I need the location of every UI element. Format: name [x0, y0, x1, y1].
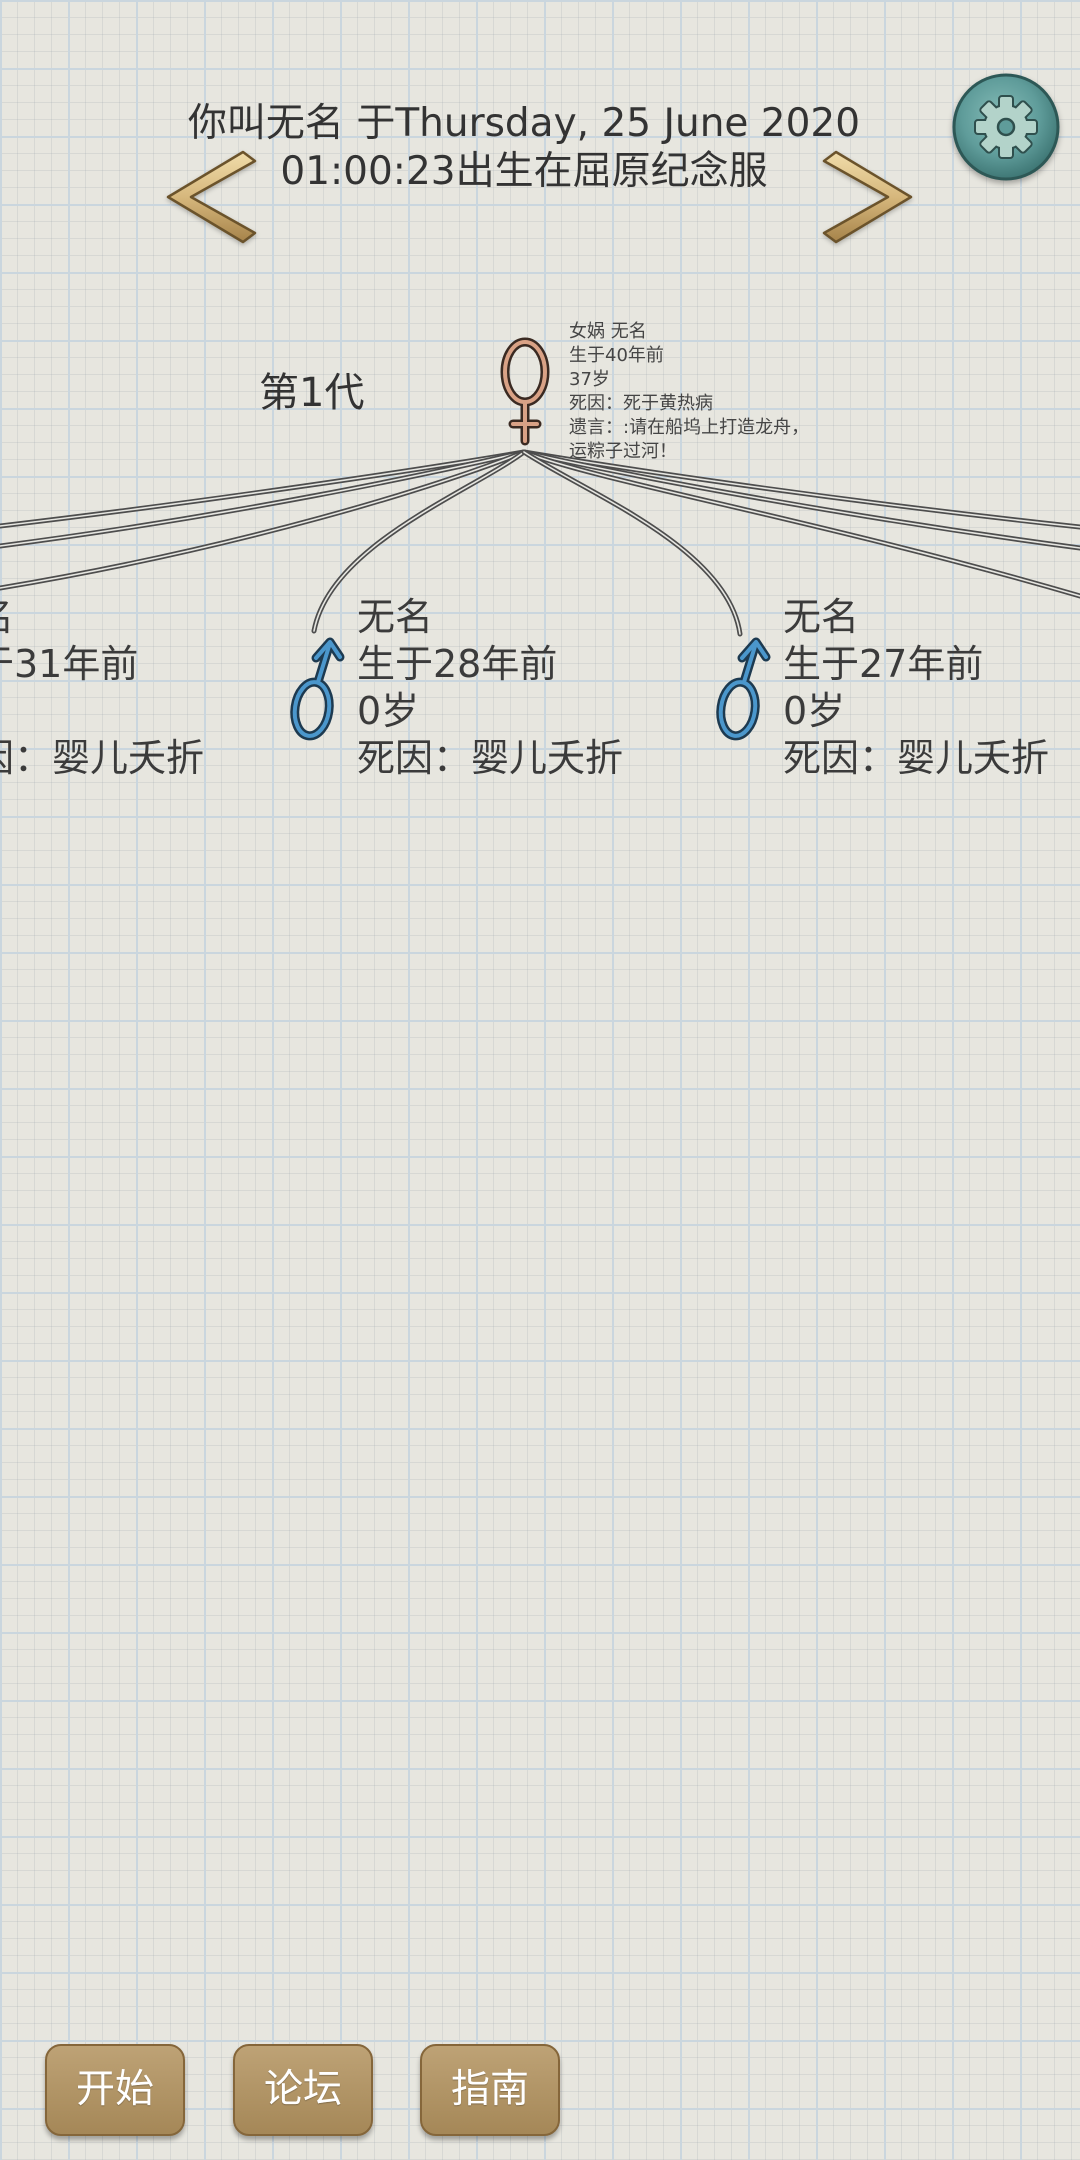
start-button[interactable]: 开始	[45, 2044, 185, 2136]
next-button[interactable]	[822, 149, 914, 245]
child-info: 无名 生于27年前 0岁 死因：婴儿夭折	[783, 594, 1049, 782]
parent-node[interactable]: 女娲 无名 生于40年前 37岁 死因：死于黄热病 遗言：:请在船坞上打造龙舟，…	[497, 320, 827, 464]
family-link-line	[0, 449, 527, 591]
child-birth: 生于27年前	[783, 642, 984, 686]
parent-birth: 生于40年前	[569, 345, 664, 366]
family-link-line	[521, 449, 743, 637]
birth-info-line-2: 01:00:23出生在屈原纪念服	[280, 149, 768, 194]
family-link-line	[0, 449, 527, 529]
forum-button[interactable]: 论坛	[233, 2044, 373, 2136]
bottom-bar: 开始 论坛 指南	[0, 2030, 600, 2150]
child-age	[0, 688, 204, 735]
family-link-line	[521, 449, 1080, 551]
birth-info-line-1: 你叫无名 于Thursday, 25 June 2020	[187, 101, 861, 146]
previous-button[interactable]	[165, 149, 257, 245]
child-death-cause: 死因：婴儿夭折	[783, 736, 1050, 780]
child-name: 名	[0, 594, 204, 641]
chevron-left-icon	[166, 150, 257, 244]
family-link-line	[521, 449, 1080, 599]
child-node[interactable]: 无名 生于27年前 0岁 死因：婴儿夭折	[711, 594, 1080, 782]
child-name: 无名	[783, 595, 860, 639]
male-symbol-icon	[716, 637, 771, 741]
guide-button[interactable]: 指南	[420, 2044, 560, 2136]
child-node[interactable]: 名 于31年前 因：婴儿夭折	[0, 594, 246, 782]
child-name: 无名	[357, 595, 434, 639]
parent-info: 女娲 无名 生于40年前 37岁 死因：死于黄热病 遗言：:请在船坞上打造龙舟，…	[569, 320, 809, 464]
family-link-line	[311, 449, 527, 634]
child-age: 0岁	[783, 689, 846, 733]
parent-death-cause: 死因：死于黄热病	[569, 393, 713, 414]
child-death-cause: 死因：婴儿夭折	[357, 736, 624, 780]
birth-info-header: 你叫无名 于Thursday, 25 June 2020 01:00:23出生在…	[0, 100, 1048, 196]
male-symbol-icon	[290, 637, 345, 741]
female-symbol-icon	[500, 337, 550, 446]
parent-last-words: 遗言：:请在船坞上打造龙舟，	[569, 417, 810, 438]
family-tree-links	[0, 449, 1080, 637]
family-link-line	[521, 449, 1080, 530]
settings-button[interactable]	[951, 72, 1061, 182]
family-link-line	[0, 449, 527, 549]
child-age: 0岁	[357, 689, 420, 733]
generation-label: 第1代	[259, 370, 365, 416]
chevron-right-icon	[822, 150, 913, 244]
gear-icon	[952, 73, 1060, 181]
child-birth: 于31年前	[0, 642, 139, 686]
parent-age: 37岁	[569, 369, 610, 390]
parent-last-words-cont: 运粽子过河！	[569, 441, 677, 462]
child-node[interactable]: 无名 生于28年前 0岁 死因：婴儿夭折	[285, 594, 705, 782]
child-info: 无名 生于28年前 0岁 死因：婴儿夭折	[357, 594, 623, 782]
child-death-cause: 因：婴儿夭折	[0, 736, 205, 780]
child-info: 名 于31年前 因：婴儿夭折	[0, 594, 204, 782]
child-birth: 生于28年前	[357, 642, 558, 686]
parent-title: 女娲 无名	[569, 321, 647, 342]
